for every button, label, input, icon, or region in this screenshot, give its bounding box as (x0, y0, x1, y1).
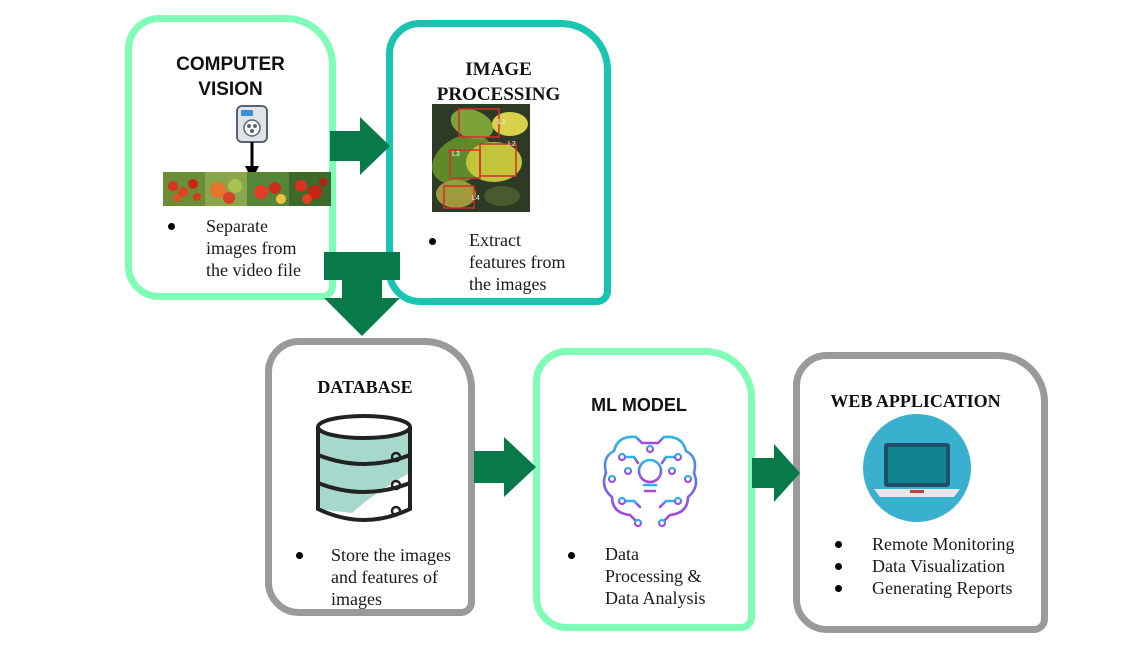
bullet-dot (429, 238, 436, 245)
computer-vision-bullet: Separate images from the video file (162, 215, 337, 285)
box-label: L4 (472, 195, 480, 202)
tomato-images-strip (163, 172, 331, 206)
list-item: Generating Reports (830, 577, 1050, 599)
web-application-title: WEB APPLICATION (830, 391, 1001, 411)
leaf-detection-image: L1 L2 L3 L4 (432, 104, 530, 212)
arrow-right-3 (752, 444, 800, 502)
bullet-dot (296, 552, 303, 559)
web-application-card: WEB APPLICATION Remote Monitoring Data V… (793, 352, 1048, 633)
database-title: DATABASE (317, 377, 413, 397)
box-label: L3 (452, 151, 460, 158)
computer-vision-card: COMPUTER VISION Separate images from t (125, 15, 336, 300)
image-processing-title: IMAGE PROCESSING (436, 59, 561, 105)
laptop-icon (862, 413, 972, 523)
list-item: Data Visualization (830, 555, 1050, 577)
ml-model-card: ML MODEL (533, 348, 755, 631)
ai-brain-icon (598, 427, 702, 527)
arrow-right-1 (330, 117, 392, 175)
ml-model-title: ML MODEL (591, 395, 687, 415)
ml-model-bullet: Data Processing & Data Analysis (560, 543, 755, 613)
list-item: Remote Monitoring (830, 533, 1050, 555)
bullet-dot (835, 585, 842, 592)
bullet-dot (168, 223, 175, 230)
box-label: L2 (508, 141, 516, 148)
arrow-down-1 (324, 252, 404, 338)
bullet-dot (835, 563, 842, 570)
database-icon (312, 413, 416, 525)
bullet-dot (835, 541, 842, 548)
database-card: DATABASE Store the images and features o… (265, 338, 475, 616)
web-application-bullets: Remote Monitoring Data Visualization Gen… (830, 533, 1050, 608)
image-processing-card: IMAGE PROCESSING L1 L2 L3 L4 Extract fea… (386, 20, 611, 305)
computer-vision-title: COMPUTER VISION (176, 54, 285, 100)
camera-icon (232, 104, 272, 182)
arrow-right-2 (474, 437, 536, 497)
box-label: L1 (498, 119, 506, 126)
image-processing-bullet: Extract features from the images (423, 229, 608, 299)
database-bullet: Store the images and features of images (292, 544, 477, 614)
bullet-dot (568, 552, 575, 559)
